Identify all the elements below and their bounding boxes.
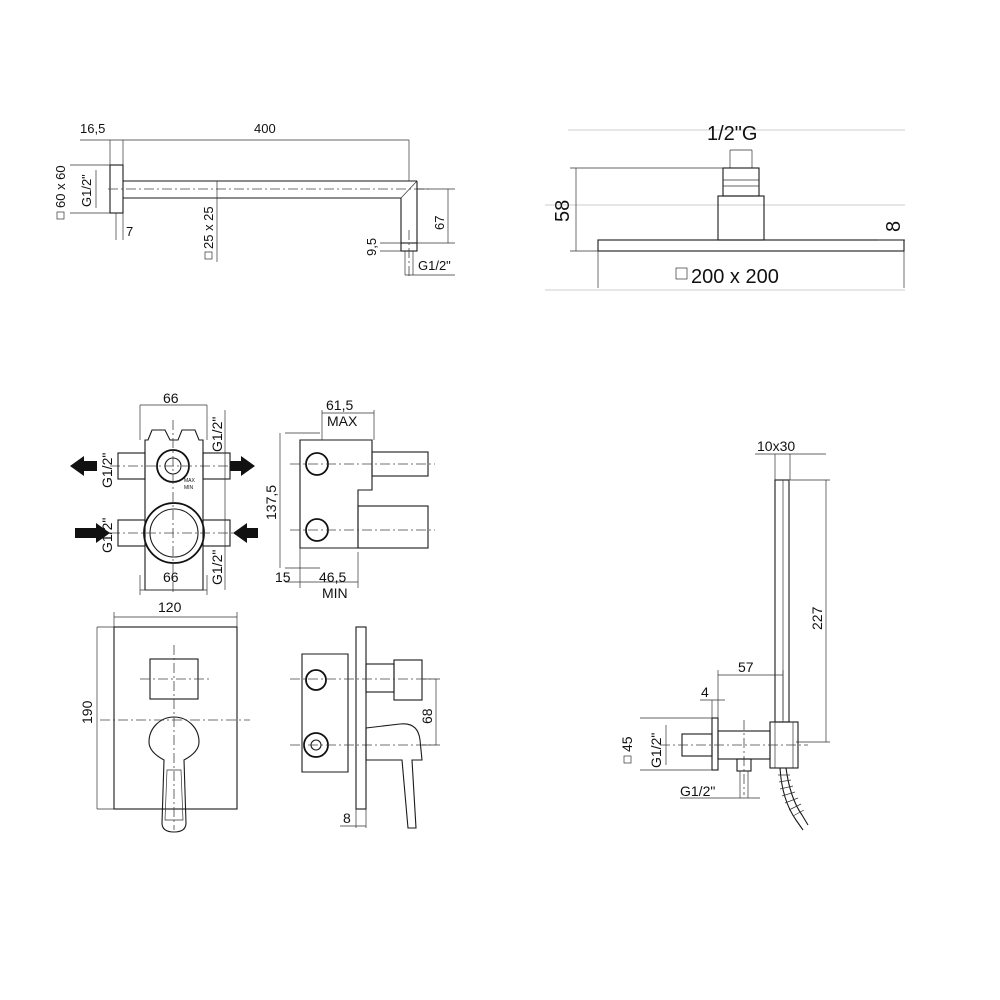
- assembled-dim-projection: 68: [419, 708, 435, 724]
- mixer-dim-port-br: G1/2": [209, 550, 225, 585]
- head-dim-thread: 1/2"G: [707, 123, 757, 145]
- mixer-side-assembled-drawing: [290, 626, 440, 829]
- head-dim-size-text: 200 x 200: [691, 266, 779, 288]
- mixer-dim-port-tl: G1/2": [99, 453, 115, 488]
- arm-dim-flange-depth: 7: [126, 224, 133, 239]
- assembled-dim-plate-thickness: 8: [343, 810, 351, 826]
- arm-dim-flange-thread: G1/2": [79, 174, 94, 207]
- mixer-body-label-max: MAX: [184, 478, 196, 484]
- mixer-dim-width-top: 66: [163, 390, 179, 406]
- arm-dim-flange: 60 x 60: [53, 165, 68, 220]
- hand-dim-flange-depth: 4: [701, 684, 709, 700]
- arm-dim-flange-text: 60 x 60: [53, 165, 68, 208]
- shower-arm-drawing: [70, 139, 455, 278]
- hand-dim-handle: 10x30: [757, 438, 795, 454]
- head-dim-thickness: 8: [883, 221, 905, 232]
- hand-dim-flange-text: 45: [619, 736, 635, 752]
- mixer-dim-base: 15: [275, 569, 291, 585]
- mixer-label-min: MIN: [322, 585, 348, 601]
- hand-shower-drawing: [640, 453, 830, 831]
- head-dim-size: 200 x 200: [675, 266, 779, 288]
- arm-dim-wall-offset: 16,5: [80, 121, 105, 136]
- hand-dim-inlet-thread: G1/2": [648, 733, 664, 768]
- mixer-body-label-min: MIN: [184, 485, 194, 491]
- arm-dim-length: 400: [254, 121, 276, 136]
- hand-dim-offset: 57: [738, 659, 754, 675]
- arm-dim-outlet-stub: 9,5: [364, 238, 379, 256]
- head-dim-height: 58: [552, 200, 574, 222]
- hand-dim-flange: 45: [619, 736, 635, 764]
- mixer-dim-depth-min: 46,5: [319, 569, 346, 585]
- mixer-body-side-drawing: [279, 410, 435, 588]
- arm-dim-tube-text: 25 x 25: [201, 206, 216, 249]
- shower-head-drawing: [545, 129, 905, 291]
- plate-dim-height: 190: [79, 700, 95, 724]
- mixer-dim-depth-max: 61,5: [326, 397, 353, 413]
- mixer-dim-port-bl: G1/2": [99, 518, 115, 553]
- mixer-dim-width-bottom: 66: [163, 569, 179, 585]
- arm-dim-outlet-height: 67: [432, 216, 447, 230]
- arm-dim-outlet-thread: G1/2": [418, 258, 451, 273]
- mixer-label-max: MAX: [327, 413, 358, 429]
- arm-dim-tube: 25 x 25: [201, 206, 216, 260]
- mixer-dim-height: 137,5: [263, 485, 279, 520]
- hand-dim-hose-thread: G1/2": [680, 783, 715, 799]
- hand-dim-length: 227: [809, 606, 825, 630]
- mixer-dim-port-tr: G1/2": [209, 417, 225, 452]
- mixer-body-front-drawing: [70, 404, 258, 595]
- mixer-plate-front-drawing: [96, 612, 250, 833]
- plate-dim-width: 120: [158, 599, 182, 615]
